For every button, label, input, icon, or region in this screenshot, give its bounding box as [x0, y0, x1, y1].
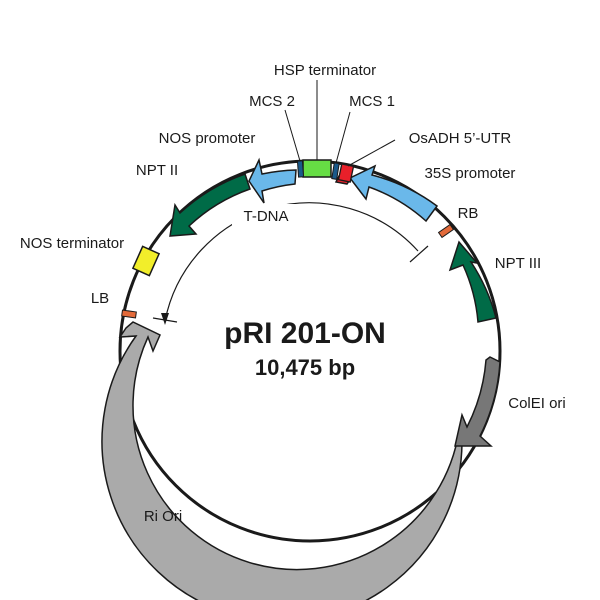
label-npt-iii: NPT III	[495, 255, 541, 272]
feature-mcs-2	[296, 160, 305, 178]
tdna-label-bg	[232, 204, 300, 228]
tdna-arrowhead	[161, 313, 169, 325]
feature-mcs-1	[331, 162, 340, 180]
feature-osadh-block	[337, 163, 355, 183]
feature-npt-iii	[448, 240, 497, 323]
label-nos-promoter: NOS promoter	[159, 130, 256, 147]
label-mcs-2: MCS 2	[249, 93, 295, 110]
feature-nos-terminator	[131, 245, 161, 277]
label-osadh-5utr: OsADH 5’-UTR	[409, 130, 512, 147]
leader-osadh	[347, 139, 396, 167]
plasmid-size: 10,475 bp	[255, 355, 355, 380]
feature-rb	[437, 223, 455, 239]
plasmid-name: pRI 201-ON	[224, 317, 386, 350]
label-mcs-1: MCS 1	[349, 93, 395, 110]
feature-35s-promoter	[348, 164, 439, 223]
label-rb: RB	[458, 205, 479, 222]
label-ri-ori: Ri Ori	[144, 508, 182, 525]
label-colei-ori: ColEI ori	[508, 395, 566, 412]
leader-mcs-1	[335, 111, 351, 164]
tdna-tick-right	[409, 245, 429, 263]
feature-hsp-terminator	[302, 159, 332, 178]
label-lb: LB	[91, 290, 109, 307]
feature-npt-ii	[169, 173, 251, 237]
feature-nos-promoter	[248, 157, 297, 204]
feature-colei-ori	[454, 356, 501, 447]
feature-ri-ori	[101, 321, 463, 600]
label-hsp-terminator: HSP terminator	[274, 62, 376, 79]
leader-mcs-2	[284, 109, 301, 162]
feature-lb	[121, 309, 137, 319]
label-nos-terminator: NOS terminator	[20, 235, 124, 252]
label-npt-ii: NPT II	[136, 162, 178, 179]
tdna-tick-left	[152, 317, 178, 323]
tdna-label: T-DNA	[244, 208, 289, 225]
label-35s-promoter: 35S promoter	[425, 165, 516, 182]
